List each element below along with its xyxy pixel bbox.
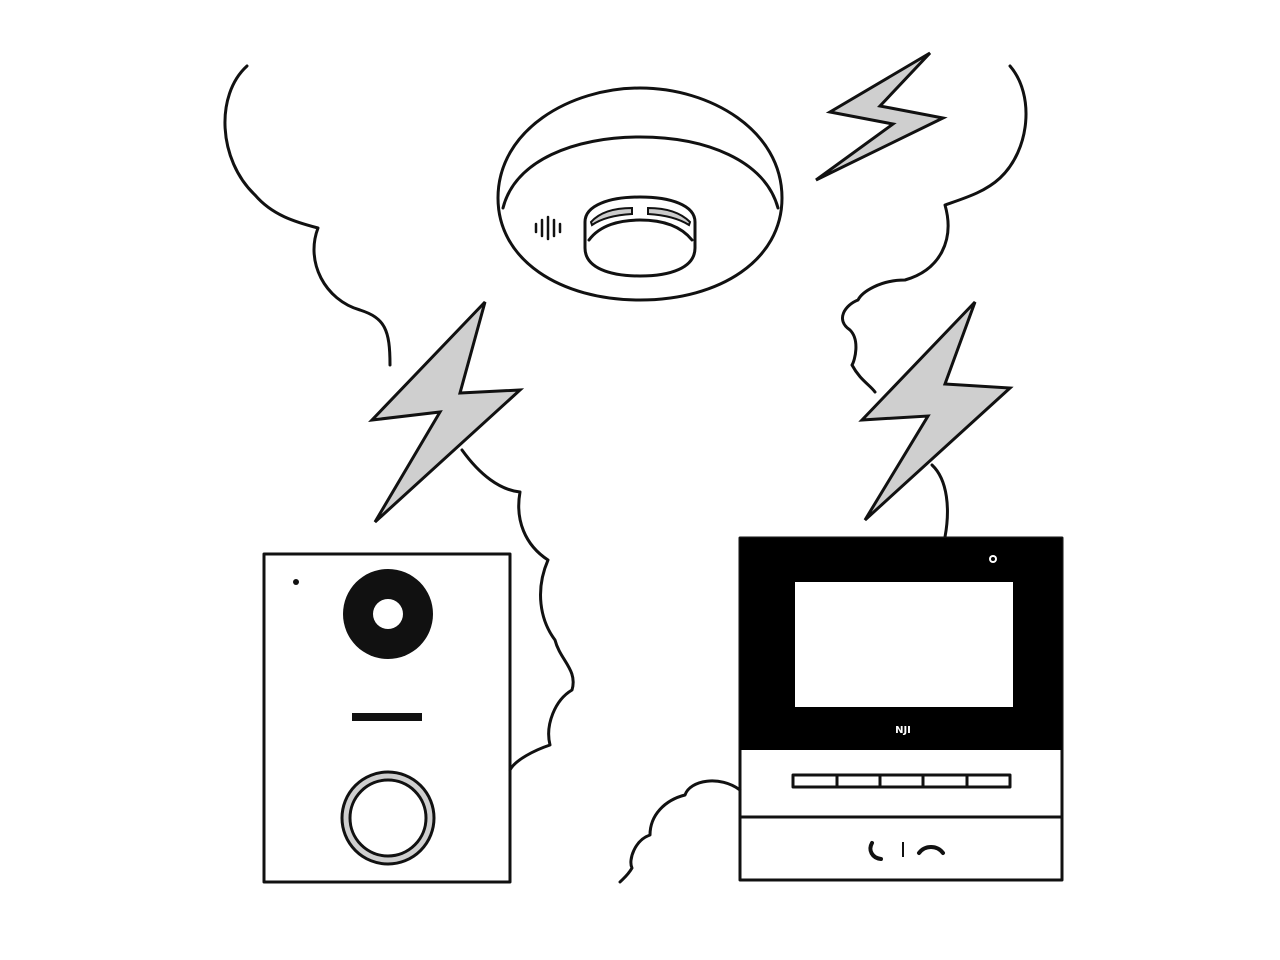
name-plate [352, 713, 422, 721]
phone-answer-icon[interactable] [868, 841, 883, 861]
door-station [262, 552, 512, 884]
monitor-screen [795, 582, 1013, 707]
monitor-logo: NJI [895, 725, 911, 736]
lightning-bolt-icon [858, 300, 1014, 522]
left-smoke-cloud [223, 64, 575, 772]
smoke-detector [496, 86, 784, 302]
speaker-icon [534, 215, 562, 241]
function-buttons[interactable] [791, 773, 1012, 789]
status-led [293, 579, 299, 585]
phone-hangup-icon[interactable] [917, 845, 945, 855]
right-smoke-cloud [618, 64, 1028, 884]
lightning-bolt-icon [368, 300, 525, 524]
lightning-bolt-icon [815, 51, 948, 182]
indoor-monitor: NJI [738, 536, 1064, 882]
